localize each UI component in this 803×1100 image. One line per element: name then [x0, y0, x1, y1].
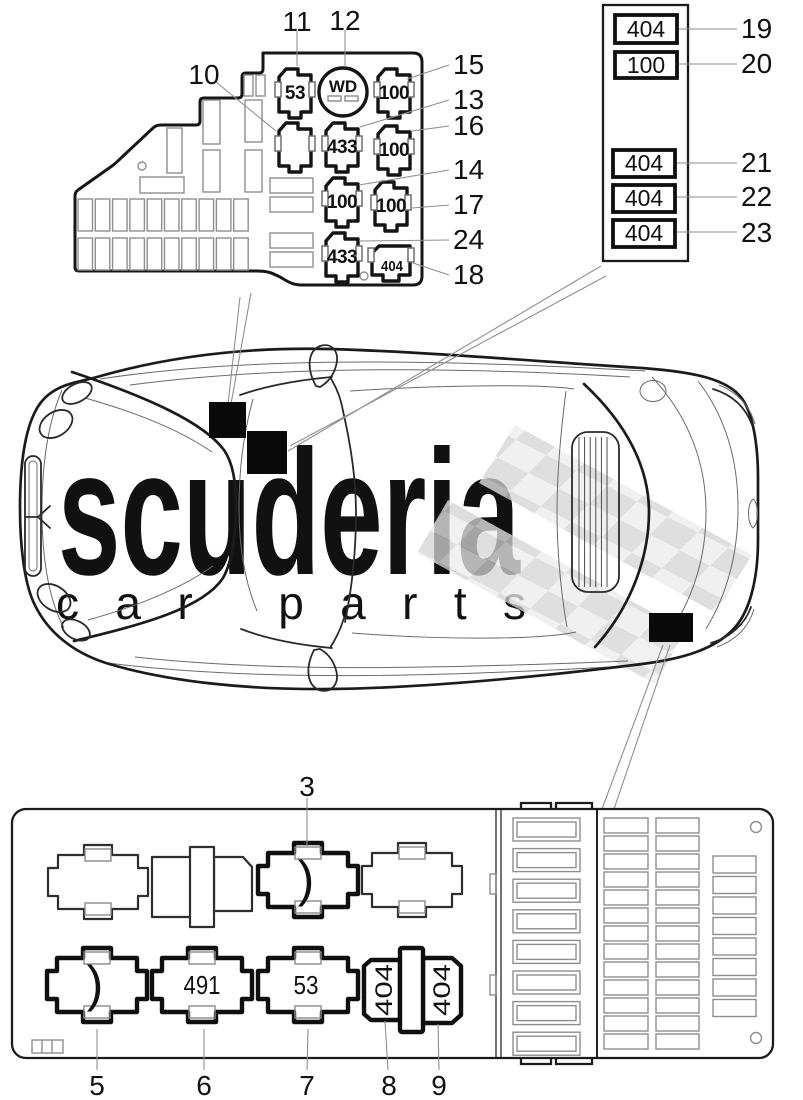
- fuse-slot-grid: [77, 74, 369, 281]
- relay-18-label: 404: [381, 259, 403, 275]
- callout-9: 9: [431, 1070, 447, 1100]
- fuse-22-label: 404: [625, 185, 664, 211]
- relay-9-404: 404: [420, 955, 464, 1026]
- screw-hole-bottom: [749, 1031, 763, 1045]
- side-panel-callout-lines: [677, 28, 737, 233]
- relay-15-100: 100: [373, 67, 415, 120]
- fuse-20: 100: [613, 50, 679, 80]
- callout-19: 19: [741, 13, 772, 44]
- relay-11-label: 53: [285, 83, 305, 104]
- relay-3-symbol: ): [298, 851, 315, 907]
- callout-15: 15: [453, 49, 484, 80]
- relay-3: ): [258, 843, 358, 917]
- watermark-subtitle: car parts: [56, 577, 526, 629]
- callout-12: 12: [329, 5, 360, 36]
- relay-7-53: 53: [258, 948, 358, 1022]
- fuse-19: 404: [613, 13, 679, 45]
- relay-15-label: 100: [379, 83, 409, 104]
- fuse-strip: [489, 817, 581, 1056]
- side-mirror-left: [308, 344, 338, 388]
- relay-8-9-bridge: [397, 945, 426, 1035]
- fuse-21: 404: [611, 148, 677, 179]
- relay-13-label: 433: [327, 137, 357, 158]
- fuse-20-label: 100: [627, 52, 665, 78]
- relay-10-empty: [274, 121, 316, 174]
- bottom-box-callout-lines: [96, 798, 440, 1071]
- mini-connector: [31, 1039, 64, 1054]
- relay-slot-component: [150, 845, 254, 929]
- relay-slot-empty-2: [360, 841, 464, 919]
- callout-24: 24: [453, 224, 484, 255]
- bottom-box-outline: [10, 807, 775, 1060]
- relay-18-404: 404: [367, 244, 415, 283]
- relay-16-100: 100: [373, 124, 415, 177]
- relay-8-label: 404: [371, 964, 398, 1016]
- fuse-22: 404: [611, 183, 677, 214]
- relay-8-404: 404: [361, 957, 403, 1023]
- rear-window-defroster: [571, 431, 620, 593]
- side-mirror-right: [307, 648, 338, 692]
- fuse-23: 404: [611, 218, 677, 249]
- watermark: scuderia car parts: [56, 413, 752, 684]
- callout-6: 6: [196, 1070, 212, 1100]
- relay-11-53: 53: [274, 67, 316, 120]
- relay-5: ): [47, 948, 147, 1022]
- callout-16: 16: [453, 110, 484, 141]
- callout-13: 13: [453, 84, 484, 115]
- callout-21: 21: [741, 147, 772, 178]
- relay-6-491: 491: [152, 948, 252, 1022]
- relay-12-label: WD: [329, 77, 357, 96]
- relay-24-433: 433: [321, 231, 363, 284]
- car-body-outline: [18, 347, 760, 691]
- fuse-columns: [603, 817, 763, 1050]
- relay-7-label: 53: [294, 970, 319, 1000]
- callout-17: 17: [453, 189, 484, 220]
- trunk-keyhole: [748, 498, 758, 529]
- fuse-19-label: 404: [627, 16, 666, 42]
- front-grille: [24, 455, 51, 577]
- relay-6-label: 491: [184, 970, 221, 1000]
- callout-18: 18: [453, 259, 484, 290]
- component-location-marker-1: [209, 402, 246, 438]
- relay-14-label: 100: [327, 192, 357, 213]
- screw-hole-top: [749, 820, 763, 834]
- location-leader-lines: [227, 265, 671, 810]
- component-location-marker-3: [649, 613, 693, 642]
- top-relay-box: 53 WD 100 433 100 100: [73, 5, 484, 290]
- relay-12-wd: WD: [317, 66, 369, 118]
- callout-8: 8: [381, 1070, 397, 1100]
- relay-slot-empty-1: [46, 843, 150, 921]
- relay-14-100: 100: [321, 176, 363, 229]
- callout-14: 14: [453, 154, 484, 185]
- checkered-flag-watermark: [417, 425, 752, 684]
- relay-17-100: 100: [370, 180, 412, 233]
- fuse-23-label: 404: [625, 220, 664, 246]
- callout-7: 7: [299, 1070, 315, 1100]
- relay-5-symbol: ): [87, 956, 104, 1012]
- car-top-view: [18, 344, 760, 692]
- callout-10: 10: [188, 59, 219, 90]
- callout-22: 22: [741, 181, 772, 212]
- headlights: [36, 381, 93, 642]
- fuel-cap: [639, 380, 667, 402]
- fuse-21-label: 404: [625, 150, 664, 176]
- callout-5: 5: [89, 1070, 105, 1100]
- relay-17-label: 100: [376, 196, 406, 217]
- bottom-relay-box: ) ) 491 53 404: [10, 771, 775, 1100]
- component-location-marker-2: [247, 431, 287, 474]
- top-box-callout-lines: [215, 30, 450, 276]
- relay-24-label: 433: [327, 247, 357, 268]
- callout-11: 11: [282, 6, 311, 37]
- callout-23: 23: [741, 217, 772, 248]
- callout-20: 20: [741, 48, 772, 79]
- callout-3: 3: [299, 771, 315, 802]
- relay-9-label: 404: [429, 964, 456, 1016]
- brand-badge: [25, 505, 51, 529]
- relay-13-433: 433: [321, 121, 363, 174]
- side-fuse-panel: 404 100 404 404 404 19 20 21 22 23: [601, 3, 772, 263]
- relay-16-label: 100: [379, 140, 409, 161]
